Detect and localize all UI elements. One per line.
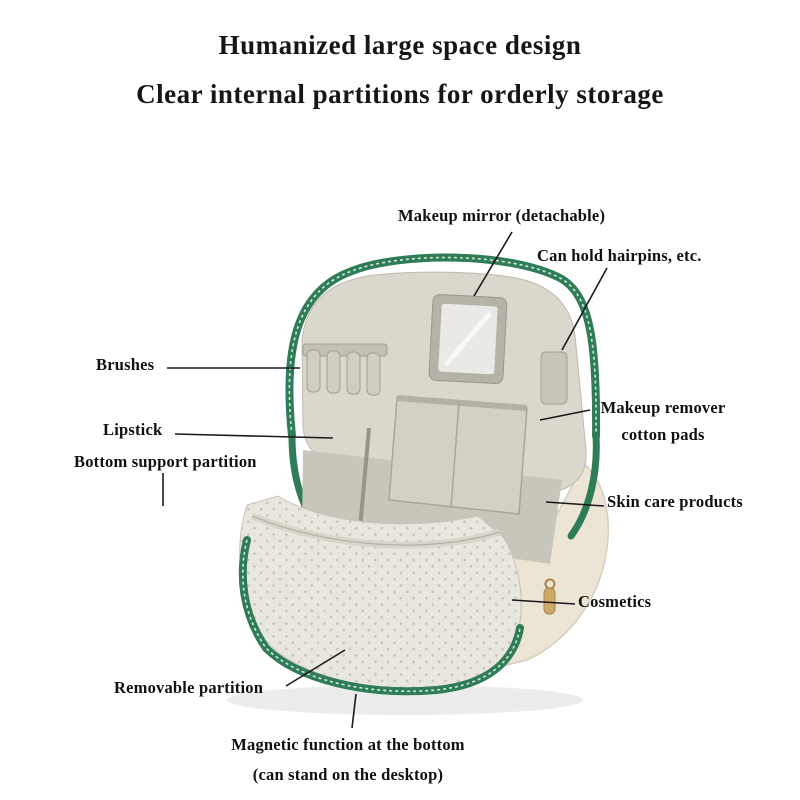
hairpin-holder: [540, 351, 568, 405]
page-subtitle: Clear internal partitions for orderly st…: [136, 79, 664, 109]
callout-line-lipstick: [174, 433, 334, 439]
callout-line-removable: [285, 649, 346, 687]
callout-lines: [162, 231, 608, 729]
callout-line-cosmetics: [511, 599, 576, 605]
label-removable-partition: Removable partition: [114, 678, 264, 697]
bag-shadow: [227, 685, 583, 715]
mesh-front-flap: [238, 495, 524, 696]
callout-line-skin-care: [545, 501, 605, 507]
label-skin-care: Skin care products: [607, 492, 743, 511]
label-makeup-remover: Makeup remover cotton pads: [592, 394, 734, 448]
label-magnetic-line2: (can stand on the desktop): [252, 765, 444, 784]
label-lipstick: Lipstick: [103, 420, 163, 439]
page-title: Humanized large space design: [218, 30, 582, 60]
label-makeup-remover-line1: Makeup remover: [600, 398, 726, 417]
zipper-pull: [543, 578, 556, 615]
brush-loops: [302, 343, 388, 396]
makeup-mirror: [428, 293, 508, 385]
label-magnetic: Magnetic function at the bottom (can sta…: [198, 730, 498, 790]
label-brushes: Brushes: [96, 355, 155, 374]
callout-line-mirror: [473, 231, 513, 297]
label-makeup-mirror: Makeup mirror (detachable): [398, 206, 606, 225]
inner-pocket: [388, 395, 528, 515]
callout-line-hairpins: [561, 267, 608, 351]
label-makeup-remover-line2: cotton pads: [621, 425, 705, 444]
label-cosmetics: Cosmetics: [578, 592, 652, 611]
label-bottom-support: Bottom support partition: [74, 452, 257, 471]
callout-line-magnetic: [351, 693, 357, 729]
label-hairpins: Can hold hairpins, etc.: [537, 246, 702, 265]
callout-line-cotton-pads: [539, 409, 591, 421]
label-magnetic-line1: Magnetic function at the bottom: [231, 735, 465, 754]
